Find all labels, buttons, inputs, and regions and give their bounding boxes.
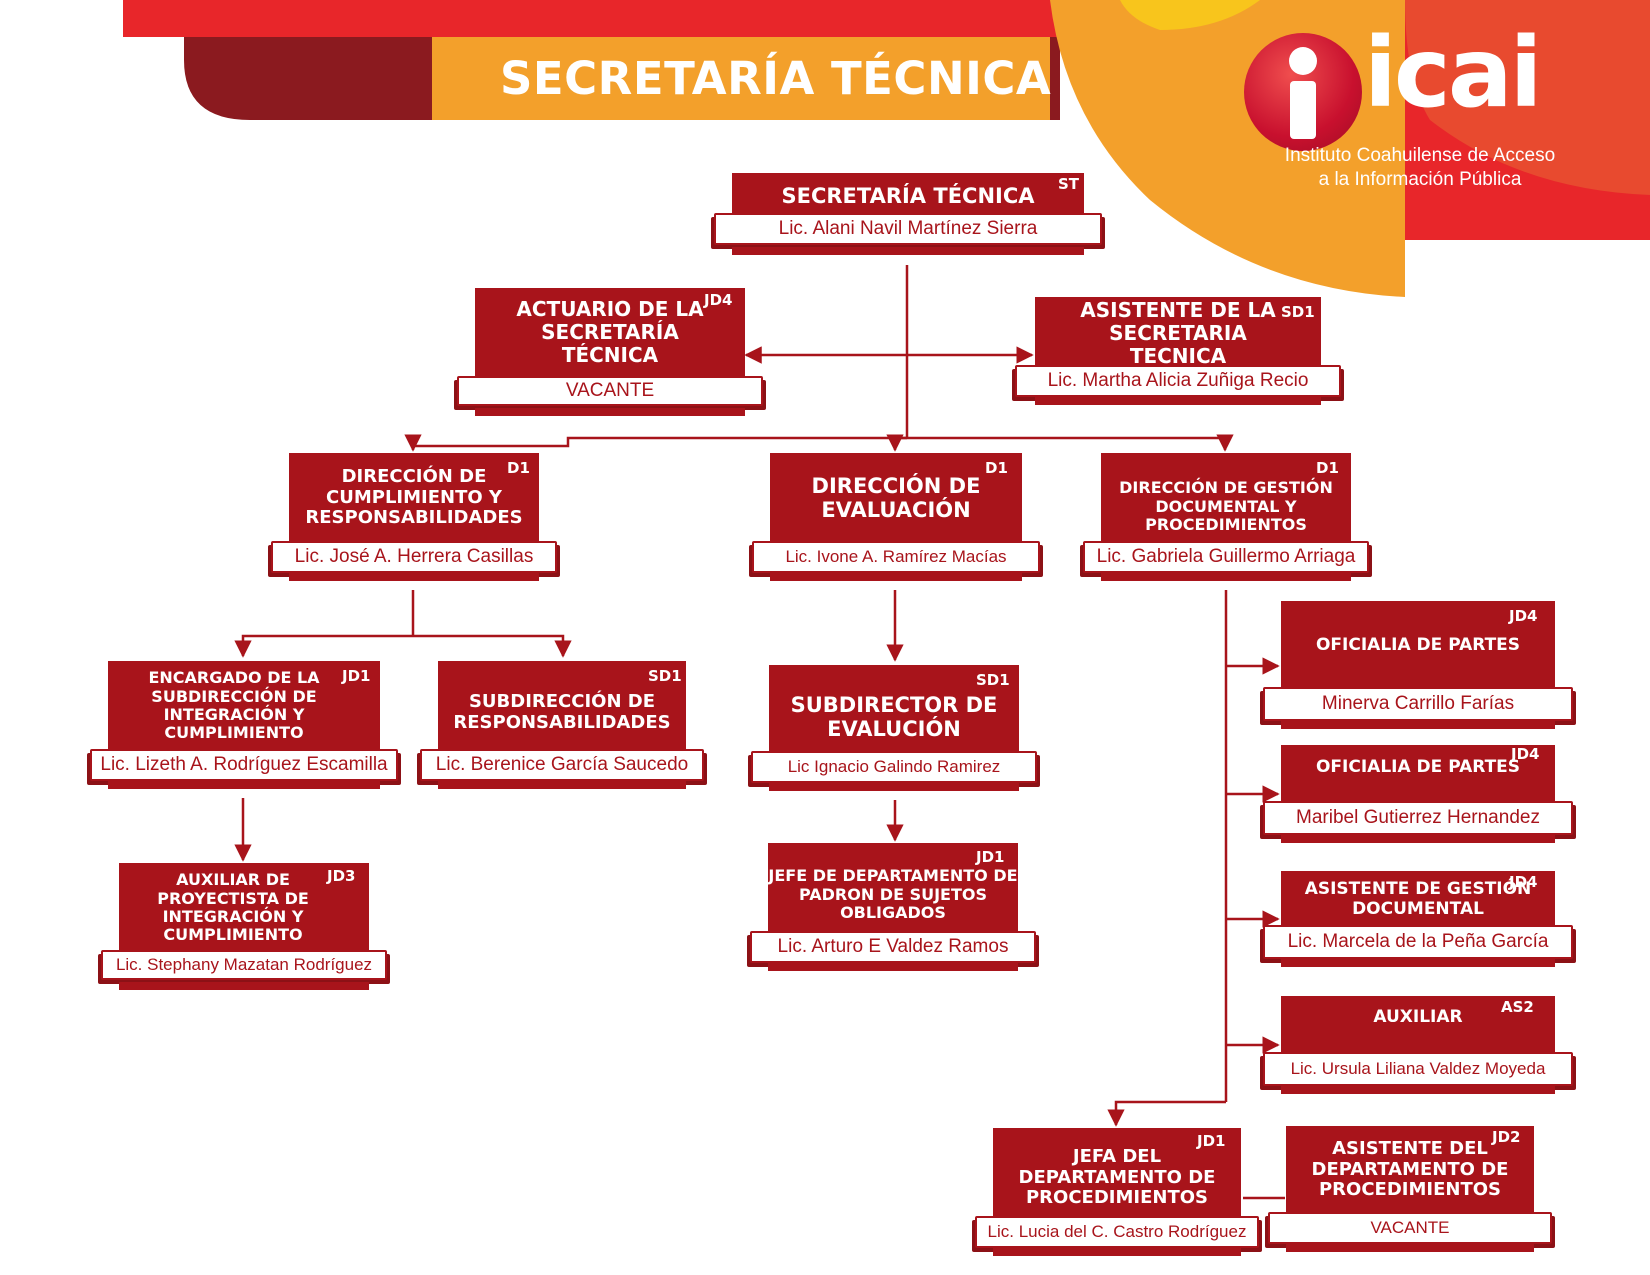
node-title: ASISTENTE DE LA SECRETARIA TECNICA — [1035, 297, 1321, 369]
node-code: SD1 — [1281, 303, 1315, 321]
node-name: Maribel Gutierrez Hernandez — [1263, 801, 1573, 835]
node-actuario: ACTUARIO DE LA SECRETARÍA TÉCNICA JD4 VA… — [457, 288, 763, 418]
node-code: JD1 — [342, 667, 371, 685]
node-title: SUBDIRECCIÓN DE RESPONSABILIDADES — [438, 661, 686, 751]
node-code: D1 — [1316, 459, 1339, 477]
logo-subtitle: Instituto Coahuilense de Acceso a la Inf… — [1240, 144, 1600, 192]
node-name: Lic. Alani Navil Martínez Sierra — [714, 213, 1102, 245]
node-asistente-gestion-documental: ASISTENTE DE GESTIÓN DOCUMENTAL JD4 Lic.… — [1263, 871, 1573, 971]
node-title: ACTUARIO DE LA SECRETARÍA TÉCNICA — [475, 288, 745, 376]
node-direccion-cumplimiento: DIRECCIÓN DE CUMPLIMIENTO Y RESPONSABILI… — [271, 453, 557, 585]
node-title: JEFA DEL DEPARTAMENTO DE PROCEDIMIENTOS — [993, 1128, 1241, 1218]
node-name: Lic. Marcela de la Peña García — [1263, 925, 1573, 959]
node-secretaria-tecnica: SECRETARÍA TÉCNICA ST Lic. Alani Navil M… — [714, 173, 1102, 261]
node-code: D1 — [985, 459, 1008, 477]
connector-to-jdp — [1107, 1100, 1226, 1127]
node-name: Lic. Stephany Mazatan Rodríguez — [101, 950, 387, 980]
node-title: ENCARGADO DE LA SUBDIRECCIÓN DE INTEGRAC… — [108, 661, 380, 751]
connector-to-dcr — [404, 434, 907, 452]
node-code: JD4 — [1509, 607, 1538, 625]
node-asistente-procedimientos: ASISTENTE DEL DEPARTAMENTO DE PROCEDIMIE… — [1268, 1126, 1552, 1258]
node-title: SUBDIRECTOR DE EVALUCIÓN — [769, 665, 1019, 755]
node-auxiliar: AUXILIAR AS2 Lic. Ursula Liliana Valdez … — [1263, 996, 1573, 1098]
node-name: Lic. Gabriela Guillermo Arriaga — [1083, 541, 1369, 573]
node-name: Lic. Ursula Liliana Valdez Moyeda — [1263, 1052, 1573, 1086]
node-title: ASISTENTE DE GESTIÓN DOCUMENTAL — [1281, 871, 1555, 929]
node-direccion-evaluacion: DIRECCIÓN DE EVALUACIÓN D1 Lic. Ivone A.… — [752, 453, 1040, 585]
node-name: Lic Ignacio Galindo Ramirez — [751, 751, 1037, 783]
node-code: AS2 — [1501, 998, 1534, 1016]
node-direccion-gestion-documental: DIRECCIÓN DE GESTIÓN DOCUMENTAL Y PROCED… — [1083, 453, 1369, 585]
node-jefa-procedimientos: JEFA DEL DEPARTAMENTO DE PROCEDIMIENTOS … — [975, 1128, 1259, 1260]
node-name: Minerva Carrillo Farías — [1263, 687, 1573, 721]
node-code: JD1 — [1197, 1132, 1226, 1150]
node-title: AUXILIAR — [1281, 996, 1555, 1054]
logo-subtitle-line2: a la Información Pública — [1318, 169, 1522, 190]
node-encargado-subdireccion-integracion: ENCARGADO DE LA SUBDIRECCIÓN DE INTEGRAC… — [90, 661, 398, 793]
logo-subtitle-line1: Instituto Coahuilense de Acceso — [1284, 145, 1556, 166]
node-title: OFICIALIA DE PARTES — [1281, 601, 1555, 691]
header-swoosh-red — [1405, 0, 1650, 195]
header-band-orange — [432, 37, 1050, 120]
node-asistente-st: ASISTENTE DE LA SECRETARIA TECNICA SD1 L… — [1015, 297, 1341, 409]
connector-to-sres — [413, 634, 572, 658]
page-title: SECRETARÍA TÉCNICA — [500, 52, 1052, 105]
node-title: OFICIALIA DE PARTES — [1281, 745, 1555, 805]
node-oficialia-partes-2: OFICIALIA DE PARTES JD4 Maribel Gutierre… — [1263, 745, 1573, 847]
node-name: VACANTE — [457, 376, 763, 406]
node-code: JD2 — [1492, 1128, 1521, 1146]
connector-to-esic — [234, 634, 413, 658]
node-name: VACANTE — [1268, 1212, 1552, 1244]
node-name: Lic. Martha Alicia Zuñiga Recio — [1015, 365, 1341, 397]
node-title: DIRECCIÓN DE EVALUACIÓN — [770, 453, 1022, 543]
node-oficialia-partes-1: OFICIALIA DE PARTES JD4 Minerva Carrillo… — [1263, 601, 1573, 733]
node-code: JD1 — [976, 848, 1005, 866]
node-code: D1 — [507, 459, 530, 477]
icai-logo: icai Instituto Coahuilense de Acceso a l… — [1240, 25, 1620, 205]
node-code: SD1 — [648, 667, 682, 685]
node-name: Lic. Arturo E Valdez Ramos — [750, 931, 1036, 963]
node-title: DIRECCIÓN DE CUMPLIMIENTO Y RESPONSABILI… — [289, 453, 539, 543]
connector-to-dgd — [907, 434, 1234, 452]
node-title: JEFE DE DEPARTAMENTO DE PADRON DE SUJETO… — [768, 843, 1018, 933]
node-name: Lic. José A. Herrera Casillas — [271, 541, 557, 573]
node-code: ST — [1058, 175, 1080, 193]
node-name: Lic. Lizeth A. Rodríguez Escamilla — [90, 749, 398, 781]
node-title: ASISTENTE DEL DEPARTAMENTO DE PROCEDIMIE… — [1286, 1126, 1534, 1214]
node-code: JD4 — [704, 291, 733, 309]
node-title: AUXILIAR DE PROYECTISTA DE INTEGRACIÓN Y… — [119, 863, 369, 953]
node-subdirector-evaluacion: SUBDIRECTOR DE EVALUCIÓN SD1 Lic Ignacio… — [751, 665, 1037, 797]
logo-i-icon — [1244, 33, 1362, 151]
node-title: SECRETARÍA TÉCNICA — [732, 173, 1084, 219]
node-subdireccion-responsabilidades: SUBDIRECCIÓN DE RESPONSABILIDADES SD1 Li… — [420, 661, 704, 793]
node-name: Lic. Berenice García Saucedo — [420, 749, 704, 781]
header-swoosh-yellow — [1120, 0, 1260, 30]
node-code: SD1 — [976, 671, 1010, 689]
logo-wordmark: icai — [1364, 17, 1542, 129]
node-title: DIRECCIÓN DE GESTIÓN DOCUMENTAL Y PROCED… — [1101, 453, 1351, 543]
node-auxiliar-proyectista: AUXILIAR DE PROYECTISTA DE INTEGRACIÓN Y… — [101, 863, 387, 993]
node-code: JD3 — [327, 867, 356, 885]
node-code: JD4 — [1509, 873, 1538, 891]
node-name: Lic. Lucia del C. Castro Rodríguez — [975, 1216, 1259, 1248]
node-name: Lic. Ivone A. Ramírez Macías — [752, 541, 1040, 573]
node-jefe-padron-sujetos: JEFE DE DEPARTAMENTO DE PADRON DE SUJETO… — [750, 843, 1036, 975]
connector-to-dev — [886, 434, 907, 452]
node-code: JD4 — [1511, 745, 1540, 763]
